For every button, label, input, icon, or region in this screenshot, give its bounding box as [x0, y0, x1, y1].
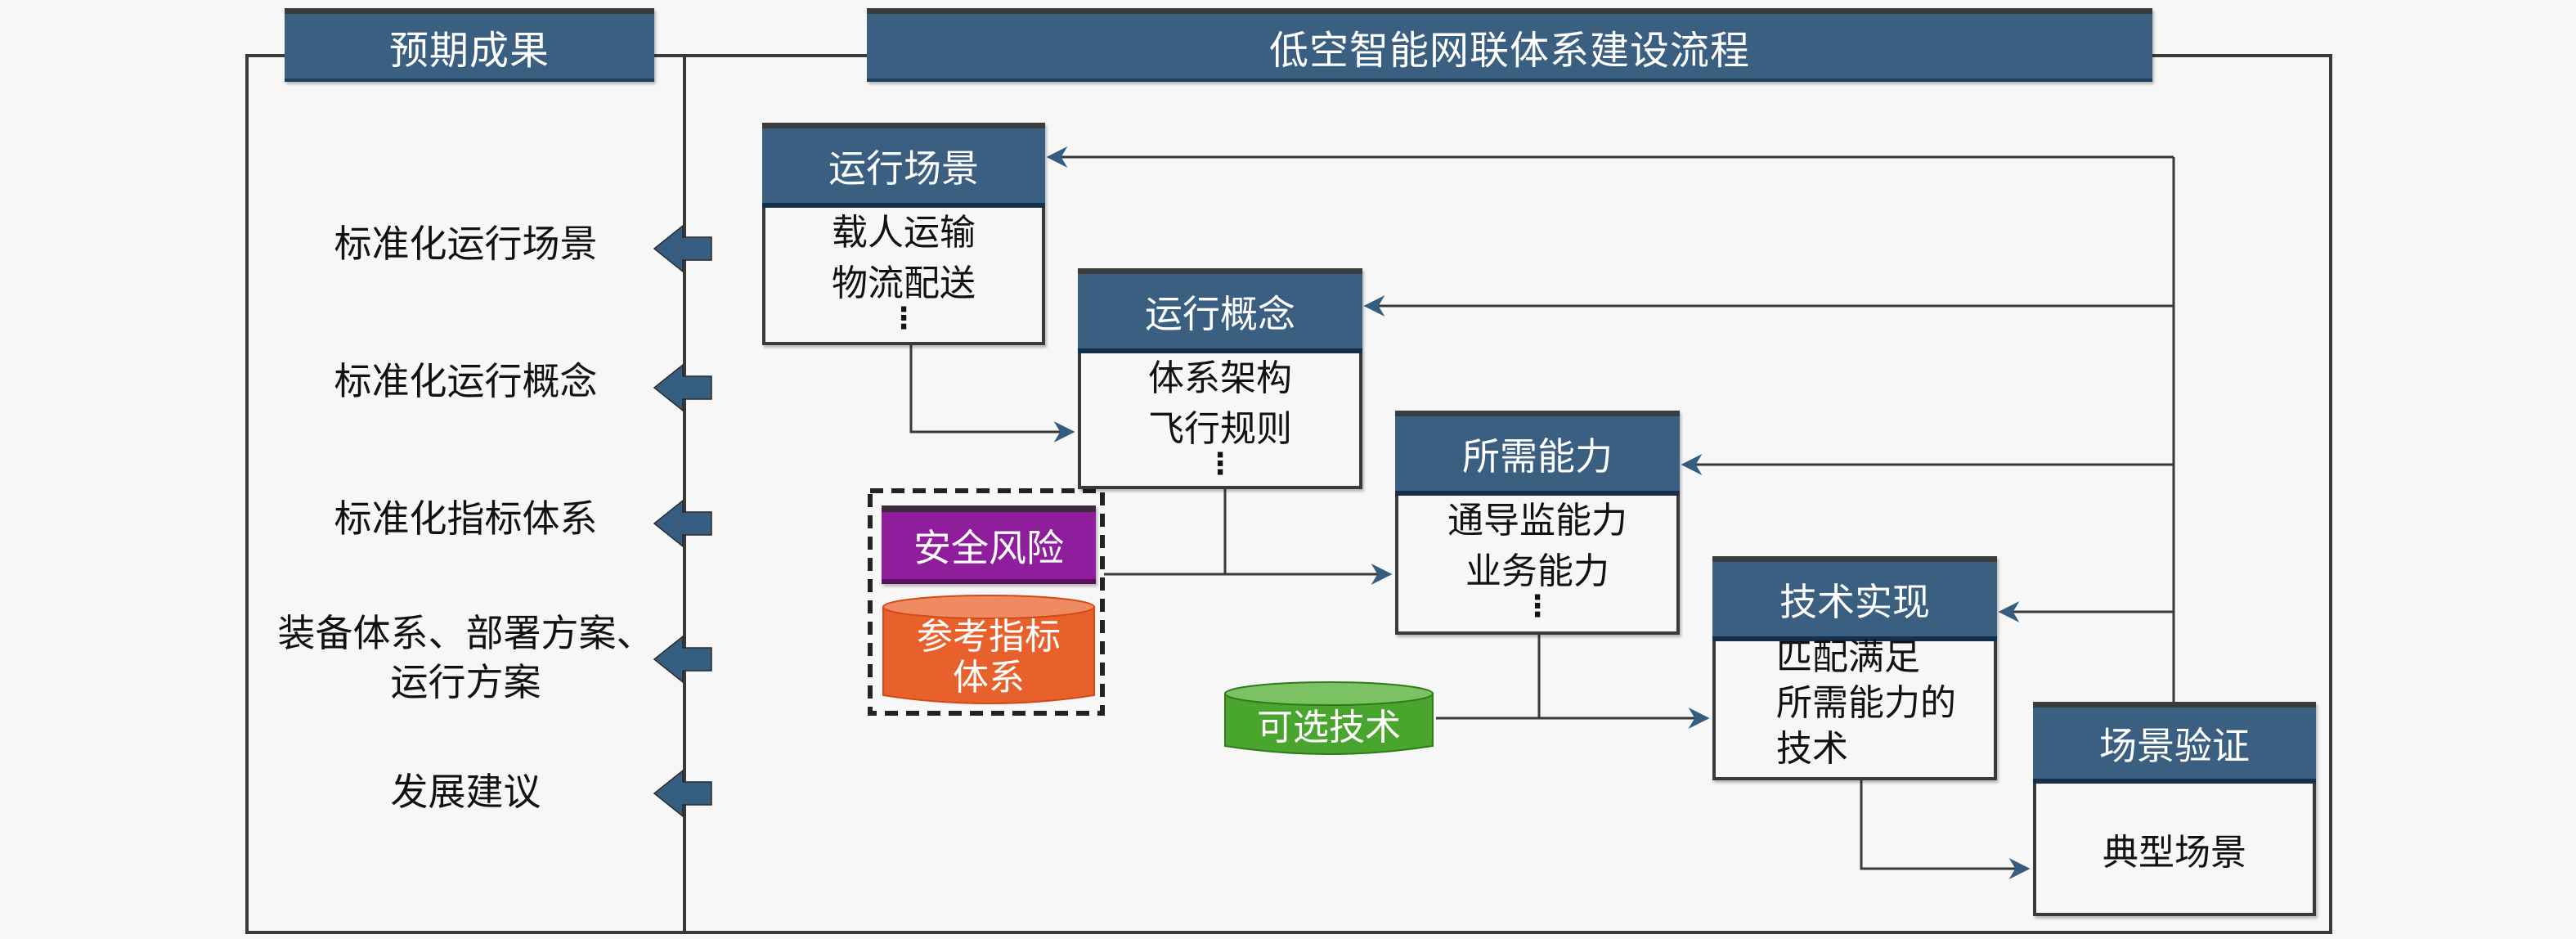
process-header: 低空智能网联体系建设流程	[867, 8, 2152, 82]
step-title: 所需能力	[1462, 434, 1613, 478]
ellipsis-icon: ⋮	[889, 302, 918, 335]
outcome-item: 发展建议	[247, 767, 684, 816]
cylinder-shape	[1224, 681, 1434, 755]
forward-lines	[909, 344, 2031, 879]
feedback-lines	[1046, 146, 2175, 702]
process-header-label: 低空智能网联体系建设流程	[1268, 27, 1750, 74]
step-line: 物流配送	[832, 263, 976, 304]
step-header: 所需能力	[1395, 411, 1680, 496]
reference-index-cylinder: 参考指标 体系	[882, 594, 1096, 707]
left-arrow-icon	[653, 224, 712, 273]
step-validation: 场景验证 典型场景	[2033, 702, 2316, 916]
cylinder-shape	[882, 595, 1095, 704]
step-line: 载人运输	[832, 212, 976, 254]
optional-tech-cylinder: 可选技术	[1223, 681, 1434, 759]
outcome-item: 标准化运行概念	[247, 357, 684, 406]
scenario-to-concept	[909, 344, 1075, 443]
outcome-label: 标准化运行概念	[334, 359, 598, 403]
left-arrow-icon	[653, 499, 712, 548]
step-title: 场景验证	[2099, 723, 2250, 768]
step-scenario: 运行场景 载人运输 物流配送 ⋮	[762, 123, 1045, 345]
step-line: 体系架构	[1148, 357, 1292, 399]
safety-risk-box: 安全风险	[882, 505, 1096, 584]
optional-tech-label: 可选技术	[1257, 707, 1401, 748]
outcome-label: 标准化运行场景	[334, 222, 598, 266]
step-body: 载人运输 物流配送 ⋮	[765, 208, 1042, 335]
left-arrow-icon	[653, 769, 712, 818]
step-line: 业务能力	[1465, 550, 1609, 592]
outcome-item: 装备体系、部署方案、 运行方案	[247, 609, 684, 707]
step-line: 通导监能力	[1447, 500, 1627, 541]
ellipsis-icon: ⋮	[1205, 447, 1235, 481]
step-body: 通导监能力 业务能力 ⋮	[1398, 496, 1676, 623]
outcome-label-line2: 运行方案	[390, 660, 541, 704]
left-arrow-icon	[653, 635, 712, 684]
outcome-arrows	[653, 224, 712, 818]
step-line: 典型场景	[2103, 832, 2246, 874]
step-line: 匹配满足	[1776, 636, 1920, 678]
reference-index-label-line2: 体系	[953, 657, 1025, 699]
left-arrow-icon	[653, 363, 712, 412]
outcome-label: 装备体系、部署方案、	[277, 611, 654, 655]
outcome-item: 标准化运行场景	[247, 219, 684, 268]
step-header: 技术实现	[1712, 556, 1997, 641]
technology-to-validation	[1860, 779, 2031, 879]
step-line: 所需能力的	[1776, 682, 1956, 724]
step-technology: 技术实现 匹配满足 所需能力的 技术	[1712, 556, 1997, 780]
step-body: 典型场景	[2036, 828, 2313, 878]
outcomes-header-label: 预期成果	[388, 27, 550, 74]
safety-risk-label: 安全风险	[913, 526, 1064, 570]
outcome-label: 发展建议	[390, 770, 541, 814]
outcome-label: 标准化指标体系	[334, 496, 598, 541]
step-line: 技术	[1776, 728, 1848, 770]
step-title: 技术实现	[1779, 579, 1930, 624]
step-capability: 所需能力 通导监能力 业务能力 ⋮	[1395, 411, 1680, 635]
step-header: 运行概念	[1078, 268, 1362, 353]
step-concept: 运行概念 体系架构 飞行规则 ⋮	[1078, 268, 1362, 489]
step-title: 运行场景	[828, 146, 979, 191]
step-body: 体系架构 飞行规则 ⋮	[1081, 353, 1359, 481]
step-title: 运行概念	[1145, 291, 1295, 336]
reference-index-label: 参考指标	[917, 616, 1061, 658]
step-body: 匹配满足 所需能力的 技术	[1716, 635, 1994, 772]
outcome-item: 标准化指标体系	[247, 494, 684, 543]
input-group-frame	[868, 488, 1105, 716]
outcomes-header: 预期成果	[285, 8, 654, 82]
step-header: 场景验证	[2033, 702, 2316, 784]
step-header: 运行场景	[762, 123, 1045, 208]
step-line: 飞行规则	[1148, 408, 1292, 450]
ellipsis-icon: ⋮	[1523, 590, 1552, 623]
